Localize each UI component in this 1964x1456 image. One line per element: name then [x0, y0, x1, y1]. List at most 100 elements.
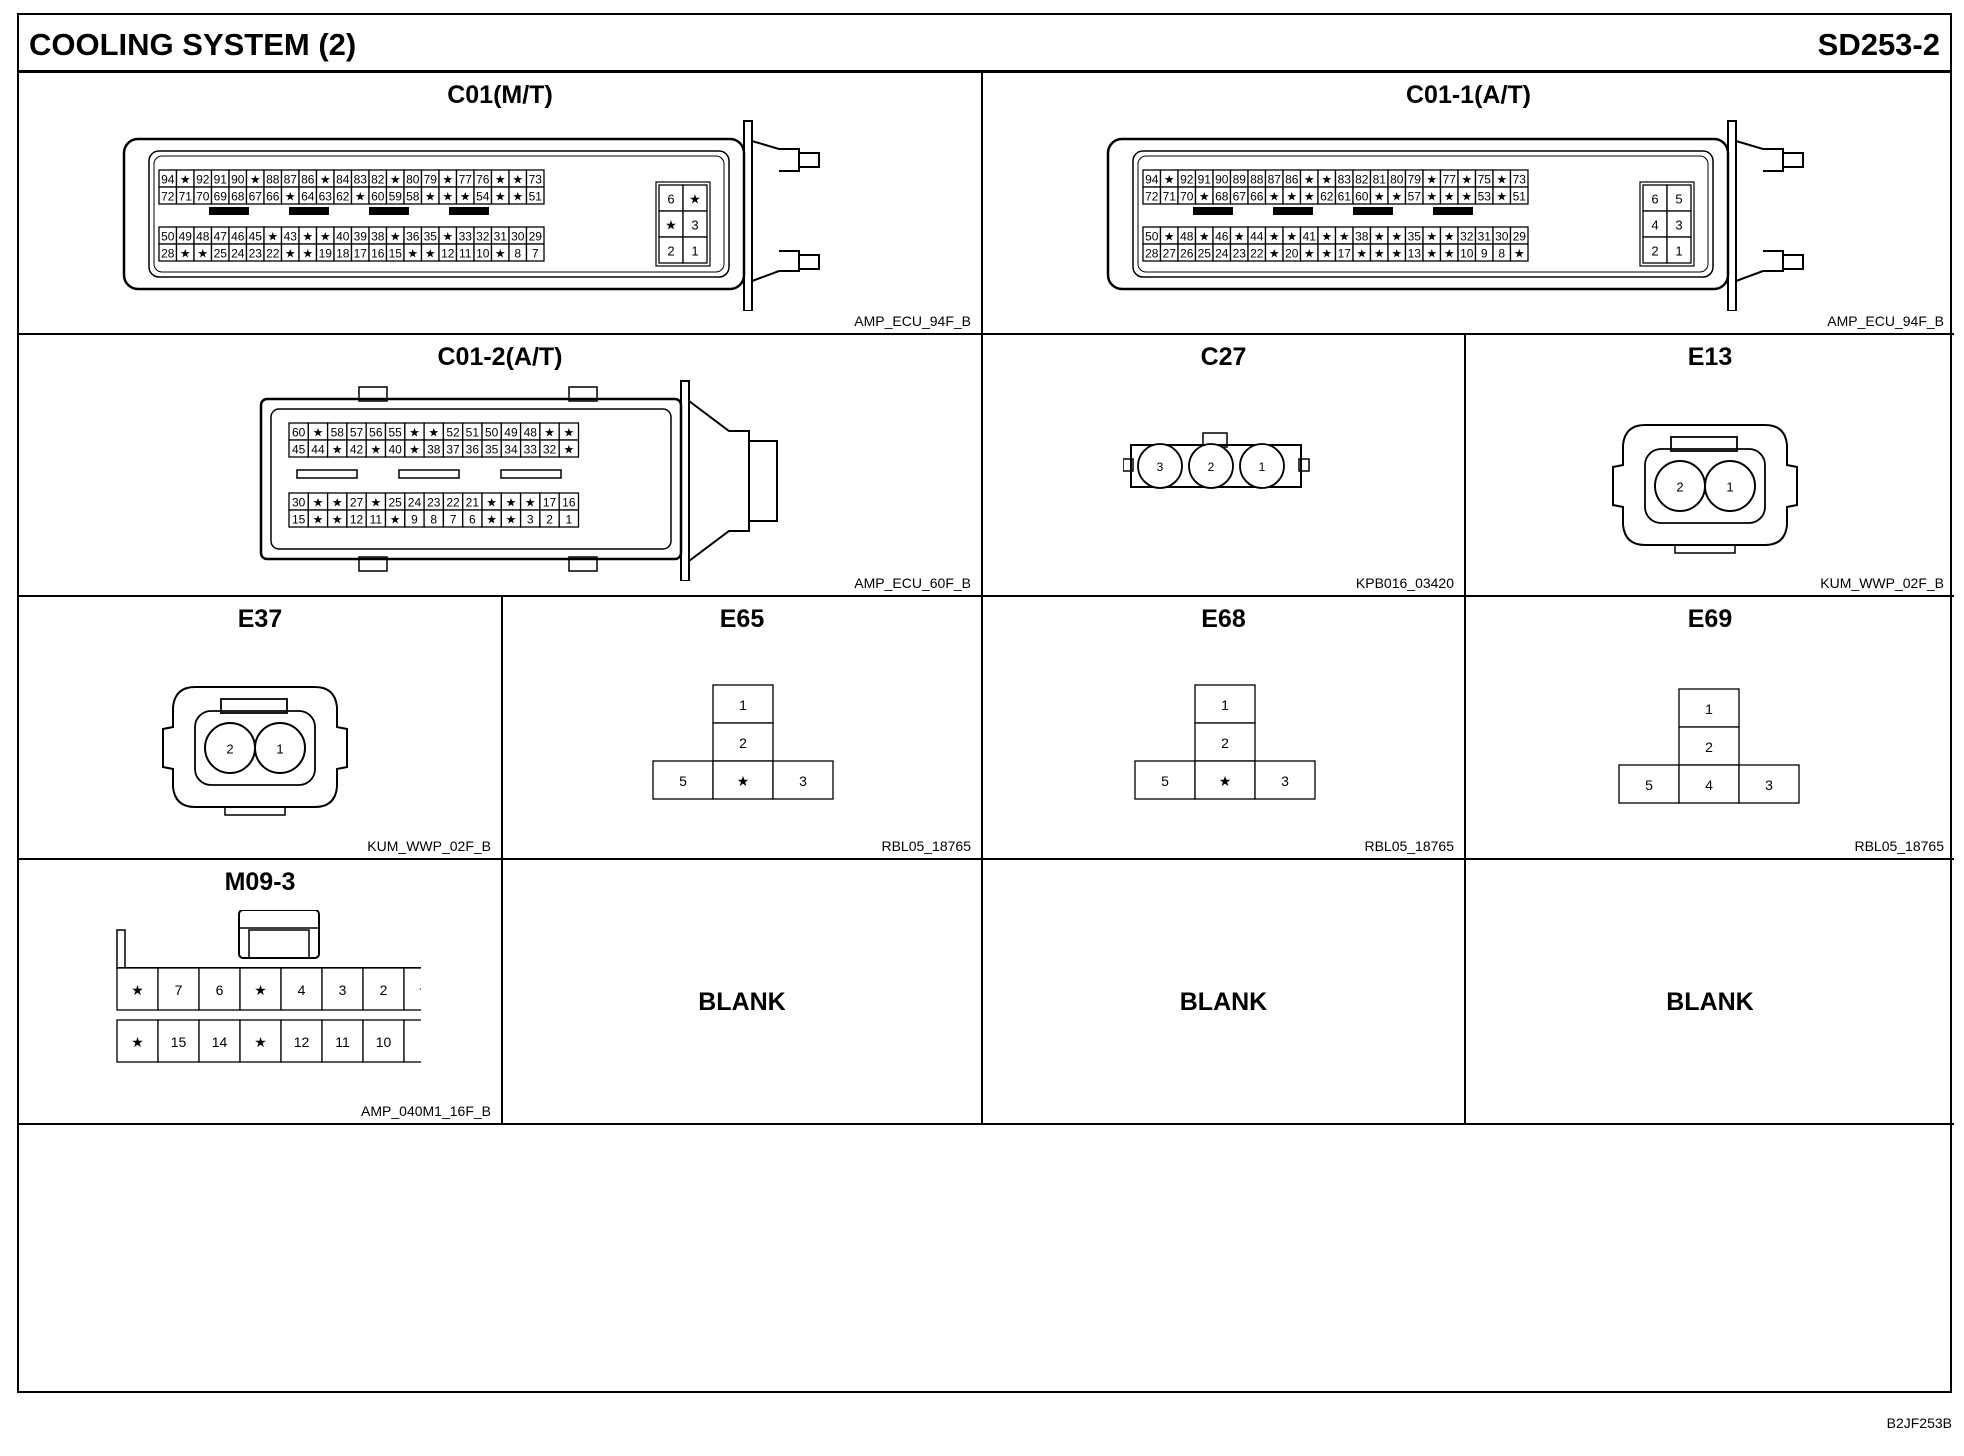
side-block	[655, 181, 711, 267]
pin-label: 84	[336, 173, 350, 187]
pin-label: 38	[371, 230, 385, 244]
pin-label: 45	[292, 443, 306, 457]
pin-label: 92	[1180, 173, 1194, 187]
pin-label: 34	[504, 443, 518, 457]
pin-label: 1	[1675, 244, 1682, 259]
pin-label: 17	[543, 496, 557, 510]
pin-cell	[682, 236, 708, 264]
pin-label: 6	[1651, 192, 1658, 207]
housing-tab	[568, 556, 598, 572]
pin-label: 10	[1460, 247, 1474, 261]
pin-label: 2	[1208, 460, 1215, 474]
pin-label: ★	[1199, 190, 1210, 204]
cell-blank-2: BLANK	[983, 860, 1466, 1125]
pin-label: ★	[285, 190, 296, 204]
pin-label: 3	[1765, 777, 1773, 793]
connector-title: C01(M/T)	[447, 81, 553, 109]
pin-label: 36	[466, 443, 480, 457]
pin-label: 49	[504, 426, 518, 440]
pin-label: ★	[1374, 190, 1385, 204]
pin-label: 88	[1250, 173, 1264, 187]
pin-label: ★	[1426, 190, 1437, 204]
pin-label: 94	[161, 173, 175, 187]
pin-label: 69	[214, 190, 228, 204]
pin-label: 28	[161, 247, 175, 261]
pin-cell	[525, 186, 545, 205]
pin-label: 20	[1285, 247, 1299, 261]
pin-label: 3	[527, 513, 534, 527]
housing-tab	[568, 386, 598, 402]
pin-label: 67	[249, 190, 263, 204]
pin-cell	[403, 967, 421, 1011]
connector-title: E69	[1687, 605, 1733, 633]
connector-e65-diagram: 125★3	[652, 684, 834, 800]
pin-cell	[116, 1019, 159, 1063]
connector-ref: KUM_WWP_02F_B	[367, 838, 491, 854]
pin-label: 48	[1180, 230, 1194, 244]
pin-label: 5	[1645, 777, 1653, 793]
side-post	[116, 929, 126, 969]
pin-label: ★	[250, 173, 261, 187]
pin-label: 17	[1338, 247, 1352, 261]
pin-label: 35	[424, 230, 438, 244]
pin-label: 38	[1355, 230, 1369, 244]
pin-label: ★	[1444, 190, 1455, 204]
pin-label: 79	[1408, 173, 1422, 187]
pin-label: ★	[428, 426, 439, 440]
pin-label: 30	[1495, 230, 1509, 244]
pin-label: 35	[485, 443, 499, 457]
pin-label: ★	[425, 190, 436, 204]
pin-label: ★	[332, 443, 343, 457]
pin-cell	[1678, 726, 1740, 766]
pin-label: 71	[1163, 190, 1177, 204]
pin-cell	[1642, 210, 1668, 238]
pin-cell	[1666, 210, 1692, 238]
pin-label: 50	[1145, 230, 1159, 244]
pin-label: 80	[1390, 173, 1404, 187]
pin-label: ★	[320, 173, 331, 187]
pin-label: 12	[294, 1034, 310, 1050]
cell-blank-1: BLANK	[503, 860, 983, 1125]
pin-cell	[362, 1019, 405, 1063]
key-bar	[1273, 207, 1313, 215]
pin-label: 1	[739, 697, 747, 713]
pin-label: 17	[354, 247, 368, 261]
pin-label: ★	[332, 513, 343, 527]
pin-label: 27	[1163, 247, 1177, 261]
page-code: SD253-2	[1817, 27, 1940, 62]
pin-label: ★	[409, 426, 420, 440]
pin-label: 6	[469, 513, 476, 527]
pin-label: 91	[1198, 173, 1212, 187]
pin-cell	[1666, 236, 1692, 264]
pin-circle	[1188, 443, 1234, 489]
pin-label: 11	[370, 513, 383, 527]
blank-label: BLANK	[1666, 988, 1754, 1016]
key-bar	[369, 207, 409, 215]
pin-label: ★	[1269, 230, 1280, 244]
housing-key	[220, 698, 288, 714]
connector-title: C27	[1200, 343, 1247, 371]
pin-circle	[1704, 460, 1756, 512]
pin-cell	[558, 439, 580, 458]
pin-label: 15	[292, 513, 306, 527]
key-bar	[500, 469, 562, 479]
pin-label: 72	[1145, 190, 1159, 204]
pin-label: 51	[466, 426, 480, 440]
pin-cell	[1618, 764, 1680, 804]
pin-label: 4	[1651, 218, 1658, 233]
pin-label: ★	[131, 982, 144, 998]
latch-tab	[1782, 152, 1804, 168]
pin-label: ★	[1356, 247, 1367, 261]
pin-label: 25	[214, 247, 228, 261]
pin-label: 75	[1478, 173, 1492, 187]
pin-label: 2	[380, 982, 388, 998]
pin-label: 29	[529, 230, 543, 244]
pin-label: 1	[1705, 701, 1713, 717]
pin-label: ★	[1321, 247, 1332, 261]
pin-label: 62	[1320, 190, 1334, 204]
connector-ref: RBL05_18765	[1364, 838, 1454, 854]
pin-label: 53	[1478, 190, 1492, 204]
pin-label: 4	[298, 982, 306, 998]
pin-cell	[525, 243, 545, 262]
